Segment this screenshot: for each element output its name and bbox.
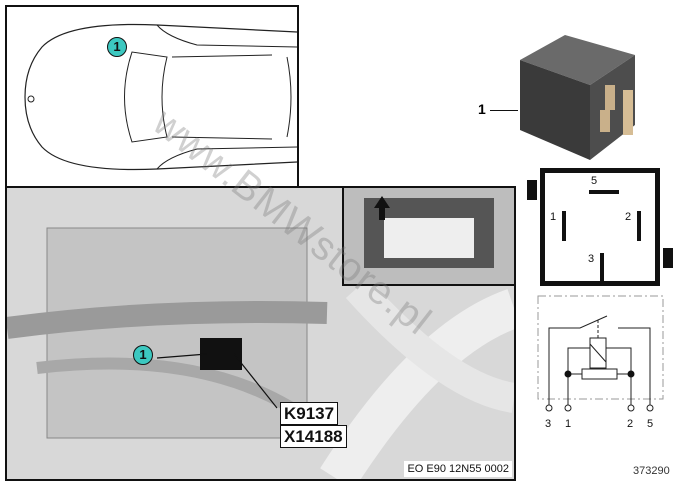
pin-label-1: 1 xyxy=(550,211,557,223)
relay-image xyxy=(520,35,635,160)
pin-label-3: 3 xyxy=(588,253,595,265)
pin-label-5: 5 xyxy=(591,175,598,187)
terminal-label-5: 5 xyxy=(647,418,654,430)
relay-schematic xyxy=(537,295,664,412)
relay-callout: 1 xyxy=(133,345,153,365)
connector-code-label: X14188 xyxy=(280,425,347,448)
car-location-view: 1 xyxy=(5,5,299,188)
pinout-tab-left xyxy=(527,180,537,200)
callout-leader-line xyxy=(490,110,518,111)
part-number: 373290 xyxy=(633,465,670,477)
pin-label-2: 2 xyxy=(625,211,632,223)
engine-bay-inset xyxy=(342,186,516,286)
relay-pinout: 5 1 2 3 xyxy=(540,168,660,286)
image-code: EO E90 12N55 0002 xyxy=(404,461,512,477)
terminal-label-1: 1 xyxy=(565,418,572,430)
terminal-label-3: 3 xyxy=(545,418,552,430)
inset-illustration xyxy=(364,196,494,268)
relay-part-callout: 1 xyxy=(478,101,486,117)
photo-illustration xyxy=(5,227,522,484)
location-callout: 1 xyxy=(107,37,127,57)
arrow-up-icon xyxy=(374,196,390,220)
terminal-label-2: 2 xyxy=(627,418,634,430)
pinout-tab-right xyxy=(663,248,673,268)
relay-code-label: K9137 xyxy=(280,402,339,425)
car-outline xyxy=(24,23,298,171)
